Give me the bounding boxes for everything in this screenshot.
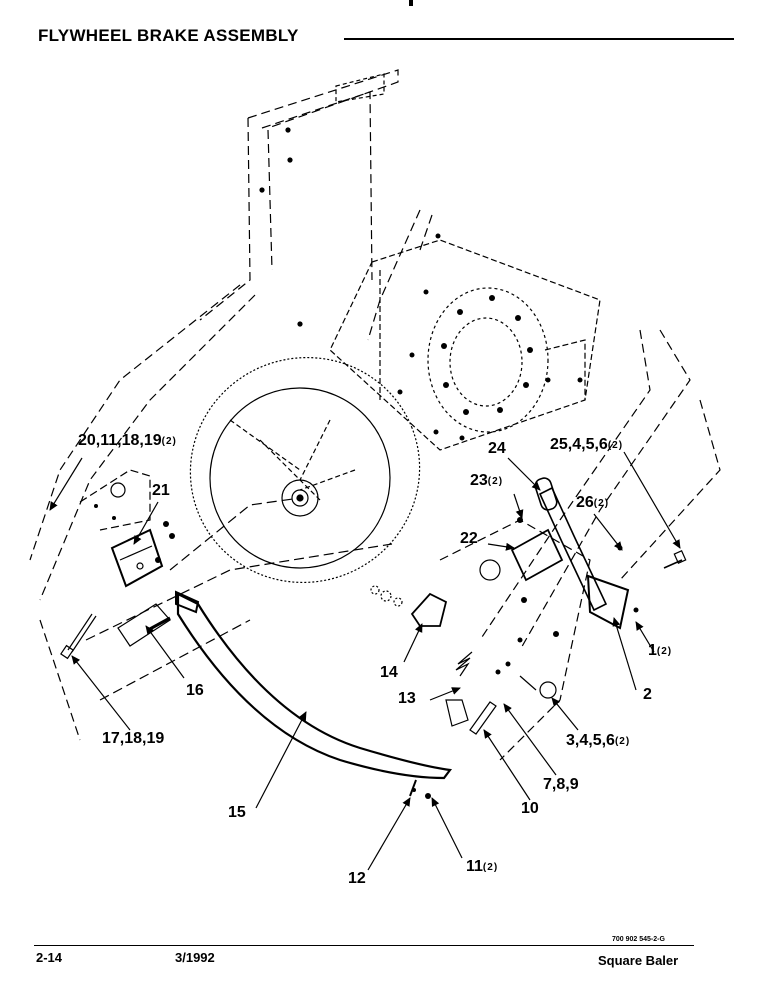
bracket-14 [410,592,448,627]
callout-7-8-9: 7,8,9 [543,776,579,793]
document-number: 700 902 545-2-G [612,936,665,943]
publication-date: 3/1992 [175,950,215,965]
callout-26: 26(2) [576,494,610,511]
callout-23: 23(2) [470,472,504,489]
callout-12: 12 [348,870,366,887]
callout-13: 13 [398,690,416,707]
brake-lining [117,603,171,647]
page-title: FLYWHEEL BRAKE ASSEMBLY [38,26,299,45]
bracket-22 [510,528,564,582]
bolt-3 [519,675,557,699]
gearbox-bolts [397,233,583,441]
callout-21: 21 [152,482,170,499]
gearbox [329,239,601,451]
spring-13 [455,651,473,677]
page-number: 2-14 [36,950,63,965]
long-bolt [60,613,97,660]
left-brake-bracket [79,469,164,588]
bolt-10 [469,701,497,735]
brake-band [175,590,453,780]
flywheel [189,356,421,584]
callout-16: 16 [186,682,204,699]
title-rule [344,38,734,40]
footer-rule [34,945,694,946]
brake-lever [538,486,608,612]
callout-14: 14 [380,664,398,681]
callout-3-4-5-6: 3,4,5,6(2) [566,732,631,749]
pin-12 [409,779,417,797]
lever-plate-2 [586,574,630,630]
top-edge-mark [409,0,413,6]
callout-1: 1(2) [648,642,673,659]
product-name: Square Baler [598,953,679,968]
frame-outline [29,69,721,761]
callout-17-18-19: 17,18,19 [102,730,165,747]
callout-25-4-5-6: 25,4,5,6(2) [550,436,624,453]
hardware-stack [370,585,403,607]
callout-11: 11(2) [466,858,499,875]
callout-15: 15 [228,804,246,821]
lower-plate [445,699,469,727]
callout-20-11-18-19: 20,11,18,19(2) [78,432,177,449]
callout-24: 24 [488,440,506,457]
callout-10: 10 [521,800,539,817]
callout-22: 22 [460,530,478,547]
lever-grip [534,477,558,511]
callout-2: 2 [643,686,652,703]
gearbox-flange [427,287,549,433]
leader-lines [49,451,681,871]
